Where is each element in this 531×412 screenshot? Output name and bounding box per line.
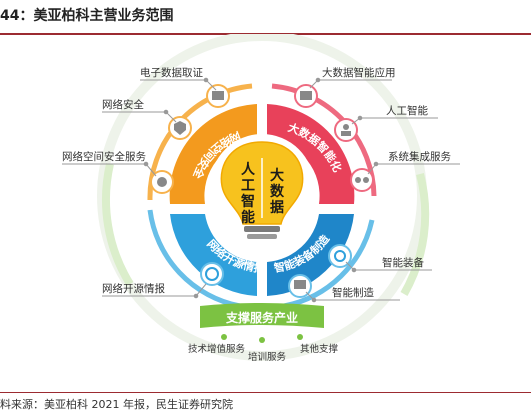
support-dot-1	[221, 334, 227, 340]
icon-bigdata-app	[294, 84, 318, 108]
support-item-value-added: 技术增值服务	[188, 343, 246, 355]
label-smart-equipment: 智能装备	[382, 256, 424, 269]
icon-network-security	[168, 116, 192, 140]
support-item-other: 其他支撑	[300, 343, 339, 355]
icon-evidence	[206, 84, 230, 108]
icon-osint	[200, 262, 224, 286]
icon-cyberspace-service	[150, 170, 174, 194]
source-footer: 料来源：美亚柏科 2021 年报，民生证券研究院	[0, 398, 233, 411]
bulb-base-2	[247, 234, 277, 239]
bulb-right-char: 据	[270, 199, 284, 216]
business-scope-diagram: 网络空间安全 大数据智能化 网络开源情报 智能装备制造 人工智能 大数据 电子数…	[62, 34, 460, 363]
label-system-integration: 系统集成服务	[388, 150, 451, 163]
outer-arc-blue-left	[147, 209, 241, 309]
icon-ai	[334, 118, 358, 142]
label-electronic-evidence: 电子数据取证	[140, 66, 203, 79]
icon-system-integration	[350, 168, 374, 192]
bulb-left-char: 工	[241, 178, 255, 194]
label-network-security: 网络安全	[102, 98, 144, 111]
label-cyberspace-security-service: 网络空间安全服务	[62, 150, 146, 163]
bulb-left-char: 能	[241, 209, 255, 226]
sector-blue-left	[170, 214, 257, 296]
sector-red	[267, 104, 355, 204]
label-bigdata-application: 大数据智能应用	[322, 66, 396, 79]
support-band-text: 支撑服务产业	[225, 310, 298, 325]
bottom-rule	[0, 392, 531, 393]
outer-arc-blue-right	[283, 219, 375, 309]
label-artificial-intelligence: 人工智能	[386, 104, 428, 117]
icon-smart-equipment	[328, 244, 352, 268]
outer-ring-green-arc-right	[400, 172, 430, 296]
support-band	[200, 303, 324, 328]
bulb-left-text: 人工智能	[240, 161, 256, 226]
bulb-left-char: 智	[240, 193, 255, 210]
figure-title: 44：美亚柏科主营业务范围	[0, 8, 174, 24]
sector-blue-right	[267, 214, 354, 296]
support-item-training: 培训服务	[248, 351, 287, 363]
support-dot-2	[259, 337, 265, 343]
bulb-right-char: 数	[270, 183, 285, 200]
support-dot-3	[297, 334, 303, 340]
label-smart-manufacturing: 智能制造	[332, 286, 374, 299]
bulb-base	[244, 226, 280, 232]
bulb-right-char: 大	[270, 167, 284, 184]
bulb-left-char: 人	[241, 161, 256, 178]
sector-orange	[169, 104, 257, 204]
label-osint: 网络开源情报	[102, 282, 165, 295]
bulb-right-text: 大数据	[270, 167, 285, 216]
icon-smart-manufacturing	[288, 274, 312, 298]
outer-ring-green-arc	[102, 163, 134, 287]
